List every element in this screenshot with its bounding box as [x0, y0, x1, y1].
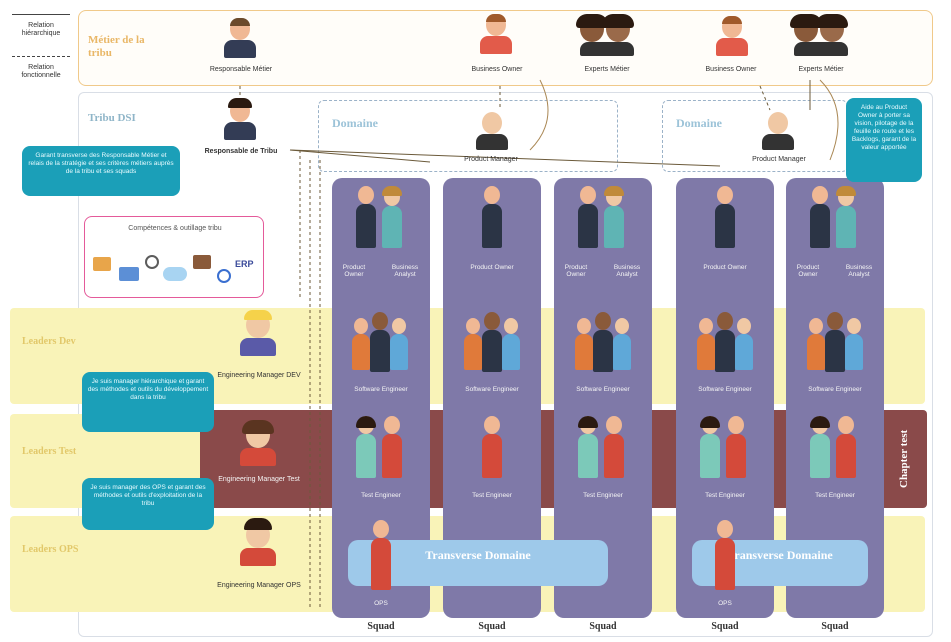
- caption-product-manager-1: Product Manager: [464, 156, 518, 163]
- legend-solid-label: Relation hiérarchique: [21, 22, 61, 37]
- avatar-dev-team-squad-5: [807, 312, 863, 374]
- ops-label-squad-4: OPS: [718, 600, 732, 607]
- avatar-responsable-metier: [222, 18, 258, 64]
- test-label-squad-3: Test Engineer: [583, 492, 623, 499]
- avatar-experts-metier-1: [576, 14, 640, 60]
- avatar-product-manager-1: [474, 110, 510, 156]
- caption-engineering-manager-dev: Engineering Manager DEV: [217, 372, 301, 379]
- ba-label-squad-5: Business Analyst: [845, 264, 873, 278]
- callout-engineering-ops: Je suis manager des OPS et garant des mé…: [82, 478, 214, 530]
- dev-label-squad-3: Software Engineer: [576, 386, 630, 393]
- avatar-po-squad-4: [713, 186, 737, 252]
- dev-label-squad-2: Software Engineer: [465, 386, 519, 393]
- transverse-text-2: Transverse Domaine: [727, 548, 833, 562]
- database-icon: [193, 255, 211, 269]
- test-label-squad-1: Test Engineer: [361, 492, 401, 499]
- avatar-test-squad-5: [810, 416, 860, 480]
- avatar-ops-squad-4: [714, 520, 736, 592]
- avatar-experts-metier-2: [790, 14, 854, 60]
- transverse-text-1: Transverse Domaine: [425, 548, 531, 562]
- ba-label-squad-3: Business Analyst: [613, 264, 641, 278]
- avatar-po-ba-squad-3: [574, 186, 630, 252]
- avatar-po-ba-squad-5: [806, 186, 862, 252]
- refresh-icon: [217, 269, 231, 283]
- erp-label: ERP: [235, 259, 254, 269]
- dev-label-squad-4: Software Engineer: [698, 386, 752, 393]
- avatar-business-owner-1: [478, 14, 514, 60]
- avatar-test-squad-1: [356, 416, 406, 480]
- dev-label-squad-5: Software Engineer: [808, 386, 862, 393]
- caption-engineering-manager-ops: Engineering Manager OPS: [217, 582, 301, 589]
- test-label-squad-2: Test Engineer: [472, 492, 512, 499]
- po-label-squad-5: Product Owner: [796, 264, 820, 278]
- avatar-test-squad-3: [578, 416, 628, 480]
- caption-experts-metier-1: Experts Métier: [584, 66, 630, 73]
- ops-label-squad-1: OPS: [374, 600, 388, 607]
- avatar-dev-team-squad-2: [464, 312, 520, 374]
- squad-label-4: Squad: [711, 621, 739, 632]
- avatar-engineering-manager-ops: [238, 518, 278, 570]
- avatar-dev-team-squad-1: [352, 312, 408, 374]
- toolbox-icon: [93, 257, 111, 271]
- transverse-domain-1: Transverse Domaine: [348, 540, 608, 586]
- gear-icon: [145, 255, 159, 269]
- po-label-squad-1: Product Owner: [342, 264, 366, 278]
- domain-title-2: Domaine: [676, 116, 722, 130]
- domain-title-1: Domaine: [332, 116, 378, 130]
- avatar-product-manager-2: [760, 110, 796, 156]
- cloud-icon: [163, 267, 187, 281]
- domain-box-1: [318, 100, 618, 172]
- avatar-test-squad-2: [480, 416, 504, 480]
- avatar-po-squad-2: [480, 186, 504, 252]
- legend-dashed-line: [12, 56, 70, 57]
- squad-label-3: Squad: [589, 621, 617, 632]
- callout-engineering-dev: Je suis manager hiérarchique et garant d…: [82, 372, 214, 432]
- caption-business-owner-1: Business Owner: [471, 66, 523, 73]
- avatar-dev-team-squad-3: [575, 312, 631, 374]
- tribu-title: Tribu DSI: [88, 112, 136, 124]
- avatar-test-squad-4: [700, 416, 750, 480]
- caption-responsable-tribu: Responsable de Tribu: [204, 148, 278, 155]
- caption-business-owner-2: Business Owner: [705, 66, 757, 73]
- lead-label-dev: Leaders Dev: [22, 336, 76, 347]
- metier-title: Métier de la tribu: [88, 34, 145, 59]
- avatar-engineering-manager-test: [238, 420, 278, 470]
- squad-label-1: Squad: [367, 621, 395, 632]
- avatar-dev-team-squad-4: [697, 312, 753, 374]
- test-label-squad-4: Test Engineer: [705, 492, 745, 499]
- callout-product-manager: Aide au Product Owner à porter sa vision…: [846, 98, 922, 182]
- lead-label-ops: Leaders OPS: [22, 544, 79, 555]
- test-label-squad-5: Test Engineer: [815, 492, 855, 499]
- callout-tribe-leader: Garant transverse des Responsable Métier…: [22, 146, 180, 196]
- lead-label-test: Leaders Test: [22, 446, 77, 457]
- avatar-engineering-manager-dev: [238, 310, 278, 360]
- caption-experts-metier-2: Experts Métier: [798, 66, 844, 73]
- avatar-responsable-tribu: [222, 98, 258, 146]
- avatar-ops-squad-1: [370, 520, 392, 592]
- po-label-squad-3: Product Owner: [564, 264, 588, 278]
- ba-label-squad-1: Business Analyst: [391, 264, 419, 278]
- monitor-icon: [119, 267, 139, 281]
- tools-box: Compétences & outillage tribu ERP: [84, 216, 264, 298]
- legend-dashed-label: Relation fonctionnelle: [21, 64, 61, 79]
- po-label-squad-2: Product Owner: [470, 264, 514, 271]
- squad-label-5: Squad: [821, 621, 849, 632]
- dev-label-squad-1: Software Engineer: [354, 386, 408, 393]
- squad-label-2: Squad: [478, 621, 506, 632]
- avatar-po-ba-squad-1: [352, 186, 408, 252]
- tools-title: Compétences & outillage tribu: [128, 225, 222, 232]
- caption-engineering-manager-test: Engineering Manager Test: [218, 476, 300, 483]
- caption-product-manager-2: Product Manager: [752, 156, 806, 163]
- legend-solid-line: [12, 14, 70, 15]
- avatar-business-owner-2: [714, 16, 750, 62]
- po-label-squad-4: Product Owner: [703, 264, 747, 271]
- caption-responsable-metier: Responsable Métier: [209, 66, 273, 73]
